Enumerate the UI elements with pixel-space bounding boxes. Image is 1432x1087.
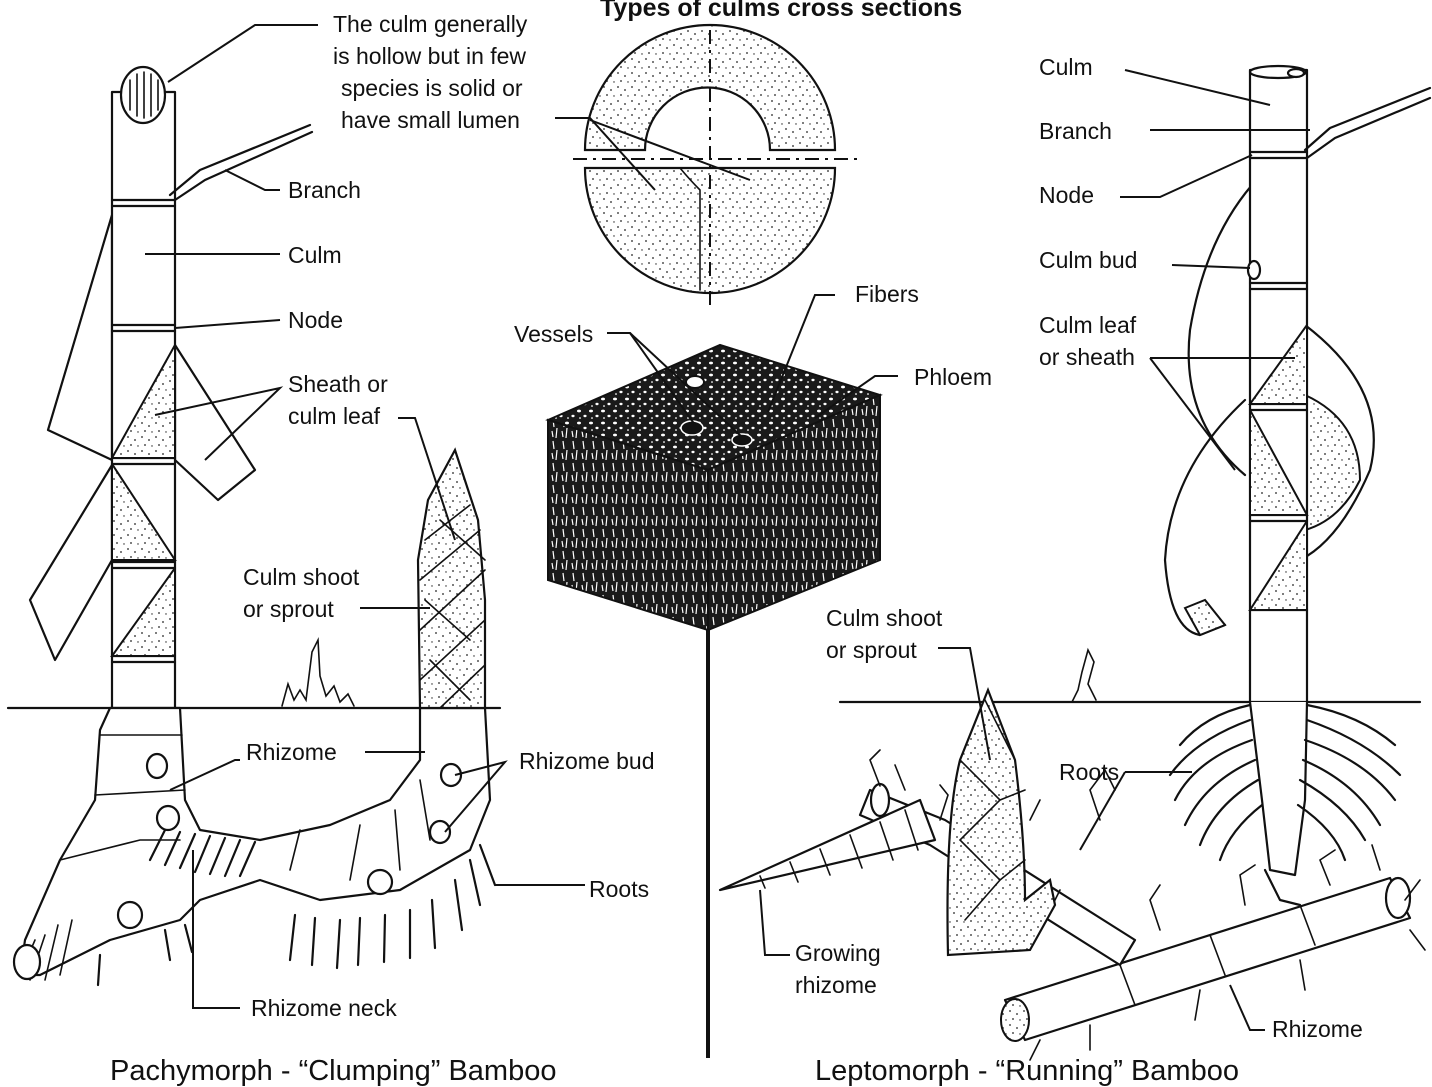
branch-right — [1305, 88, 1430, 158]
rhizome-tip-left — [14, 945, 40, 979]
culm-leaf-stippled-right — [1305, 395, 1360, 530]
rhizome-bud — [157, 806, 179, 830]
rhizome-bud — [118, 902, 142, 928]
culm-leaf-tip-stippled — [1185, 600, 1225, 635]
culm-leaf-blade-lower — [30, 465, 112, 660]
label-fibers: Fibers — [855, 281, 919, 307]
pachymorph-illustration — [8, 25, 585, 1008]
culm-lumen-right — [1288, 69, 1304, 77]
leader-node-right — [1120, 155, 1252, 197]
culm-leaf-blade-upper — [48, 215, 112, 460]
culm-bud-right — [1248, 261, 1260, 279]
rhizome-bud — [147, 754, 167, 778]
leader-rhizome-right — [1230, 985, 1265, 1030]
cross-sections — [555, 25, 860, 310]
leader-node-left — [175, 320, 280, 328]
grass-tuft-left — [282, 640, 354, 706]
caption-leptomorph: Leptomorph - “Running” Bamboo — [815, 1055, 1239, 1087]
leader-hollow-note — [168, 25, 318, 82]
leader-culm-right — [1125, 70, 1270, 105]
label-vessels: Vessels — [514, 321, 593, 347]
rhizome-end-lower — [1001, 999, 1029, 1041]
caption-pachymorph: Pachymorph - “Clumping” Bamboo — [110, 1055, 556, 1087]
label-rhizome-bud: Rhizome bud — [519, 748, 655, 774]
leader-branch-left — [225, 170, 280, 190]
label-branch-left: Branch — [288, 177, 361, 203]
leader-growing-rhizome — [760, 890, 790, 955]
label-rhizome-neck: Rhizome neck — [251, 995, 397, 1021]
rhizome-bud — [368, 870, 392, 894]
culm-shoot-right — [948, 690, 1056, 955]
label-branch-right: Branch — [1039, 118, 1112, 144]
label-shoot-left: Culm shoot or sprout — [243, 564, 366, 622]
culm-leaf-curve-upper — [1189, 185, 1252, 475]
label-roots-right: Roots — [1059, 759, 1119, 785]
label-culm-bud: Culm bud — [1039, 247, 1137, 273]
leader-culm-bud — [1172, 265, 1250, 268]
label-node-left: Node — [288, 307, 343, 333]
growing-rhizome-cone — [720, 800, 935, 890]
label-rhizome-left: Rhizome — [246, 739, 337, 765]
rhizome-bud — [430, 821, 450, 843]
label-growing-rhizome: Growing rhizome — [795, 940, 887, 998]
grass-tuft-right — [1072, 650, 1096, 702]
label-node-right: Node — [1039, 182, 1094, 208]
rhizome-end-upper — [871, 784, 889, 816]
label-shoot-right: Culm shoot or sprout — [826, 605, 949, 663]
label-phloem: Phloem — [914, 364, 992, 390]
vessel — [681, 421, 703, 435]
label-roots-left: Roots — [589, 876, 649, 902]
label-rhizome-right: Rhizome — [1272, 1016, 1363, 1042]
label-hollow-note: The culm generally is hollow but in few … — [333, 11, 534, 133]
label-sheath-left: Sheath or culm leaf — [288, 371, 394, 429]
diagram-title: Types of culms cross sections — [600, 0, 962, 22]
label-culm-leaf-right: Culm leaf or sheath — [1039, 312, 1143, 370]
culm-base-right — [1250, 702, 1307, 875]
tissue-block — [548, 295, 898, 630]
label-culm-right: Culm — [1039, 54, 1093, 80]
leader-culm-leaf-b — [1150, 358, 1235, 470]
label-culm-left: Culm — [288, 242, 342, 268]
